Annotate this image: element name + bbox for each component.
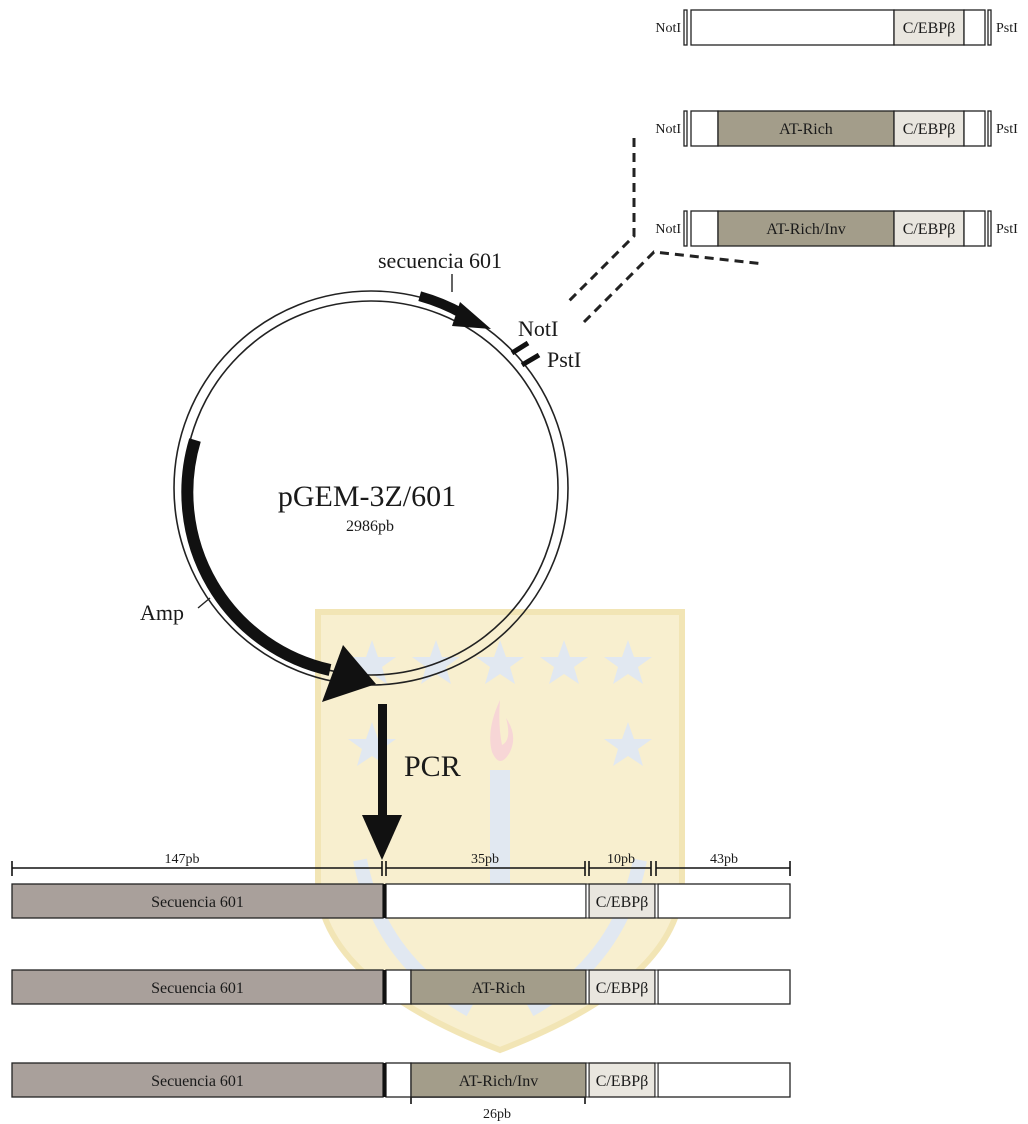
product-segment-label: AT-Rich <box>472 980 526 997</box>
insert-construct: C/EBPβ NotI PstI <box>655 10 1018 45</box>
scale-26pb-label: 26pb <box>483 1107 511 1122</box>
product-segment-label: Secuencia 601 <box>151 894 244 911</box>
product-segment <box>386 1063 411 1097</box>
insert-right-site-label: PstI <box>996 21 1018 36</box>
junction-mark <box>655 884 658 918</box>
product-segment <box>386 970 411 1004</box>
insert-left-site-label: NotI <box>655 21 681 36</box>
product-segment-label: C/EBPβ <box>596 894 649 911</box>
insert-left-site-label: NotI <box>655 222 681 237</box>
insert-left-site-label: NotI <box>655 122 681 137</box>
left-site-block <box>684 111 687 146</box>
junction-mark <box>383 970 386 1004</box>
product-segment-label: Secuencia 601 <box>151 1073 244 1090</box>
insert-segment-label: AT-Rich <box>779 121 833 138</box>
insert-right-site-label: PstI <box>996 222 1018 237</box>
pcr-label: PCR <box>404 750 461 783</box>
right-site-block <box>988 10 991 45</box>
psti-site-mark <box>522 355 539 365</box>
insert-segment-label: AT-Rich/Inv <box>766 221 845 238</box>
amp-arc <box>187 440 330 670</box>
product-segment-label: AT-Rich/Inv <box>459 1073 538 1090</box>
junction-mark <box>586 1063 589 1097</box>
insert-segment <box>691 211 718 246</box>
pcr-product: Secuencia 601 AT-Rich/Inv C/EBPβ <box>12 1063 790 1097</box>
junction-mark <box>586 884 589 918</box>
scale-147pb-label: 147pb <box>165 852 200 867</box>
junction-mark <box>383 884 386 918</box>
insert-segment <box>964 10 985 45</box>
product-segment-label: C/EBPβ <box>596 1073 649 1090</box>
insert-segment-label: C/EBPβ <box>903 121 956 138</box>
pcr-product: Secuencia 601 C/EBPβ <box>12 884 790 918</box>
seq601-feature-label: secuencia 601 <box>378 248 502 273</box>
insert-segment <box>691 10 894 45</box>
scale-10pb-label: 10pb <box>607 852 635 867</box>
product-segment <box>658 884 790 918</box>
noti-site-mark <box>512 343 528 353</box>
noti-feature-label: NotI <box>518 316 558 341</box>
plasmid-size: 2986pb <box>346 518 394 535</box>
insert-segment-label: C/EBPβ <box>903 221 956 238</box>
insert-construct: AT-Rich C/EBPβ NotI PstI <box>655 111 1018 146</box>
seq601-arc <box>420 296 463 314</box>
watermark-torch <box>490 770 510 890</box>
insert-segment-label: C/EBPβ <box>903 20 956 37</box>
left-site-block <box>684 10 687 45</box>
insert-segment <box>964 211 985 246</box>
psti-feature-label: PstI <box>547 347 581 372</box>
junction-mark <box>586 970 589 1004</box>
pcr-product: Secuencia 601 AT-Rich C/EBPβ <box>12 970 790 1004</box>
insert-construct: AT-Rich/Inv C/EBPβ NotI PstI <box>655 211 1018 246</box>
product-segment-label: C/EBPβ <box>596 980 649 997</box>
insert-segment <box>691 111 718 146</box>
plasmid-name: pGEM-3Z/601 <box>278 480 456 513</box>
dashed-line-right <box>584 252 764 322</box>
insert-right-site-label: PstI <box>996 122 1018 137</box>
amp-feature-label: Amp <box>140 600 184 625</box>
right-site-block <box>988 111 991 146</box>
junction-mark <box>383 1063 386 1097</box>
dashed-line-left <box>566 138 634 304</box>
scale-43pb-label: 43pb <box>710 852 738 867</box>
junction-mark <box>655 1063 658 1097</box>
product-segment <box>658 1063 790 1097</box>
product-segment-label: Secuencia 601 <box>151 980 244 997</box>
scale-35pb-label: 35pb <box>471 852 499 867</box>
pcr-arrow-shaft <box>378 704 387 820</box>
product-segment <box>386 884 586 918</box>
amp-leader <box>198 598 210 608</box>
insert-segment <box>964 111 985 146</box>
junction-mark <box>655 970 658 1004</box>
product-segment <box>658 970 790 1004</box>
right-site-block <box>988 211 991 246</box>
left-site-block <box>684 211 687 246</box>
